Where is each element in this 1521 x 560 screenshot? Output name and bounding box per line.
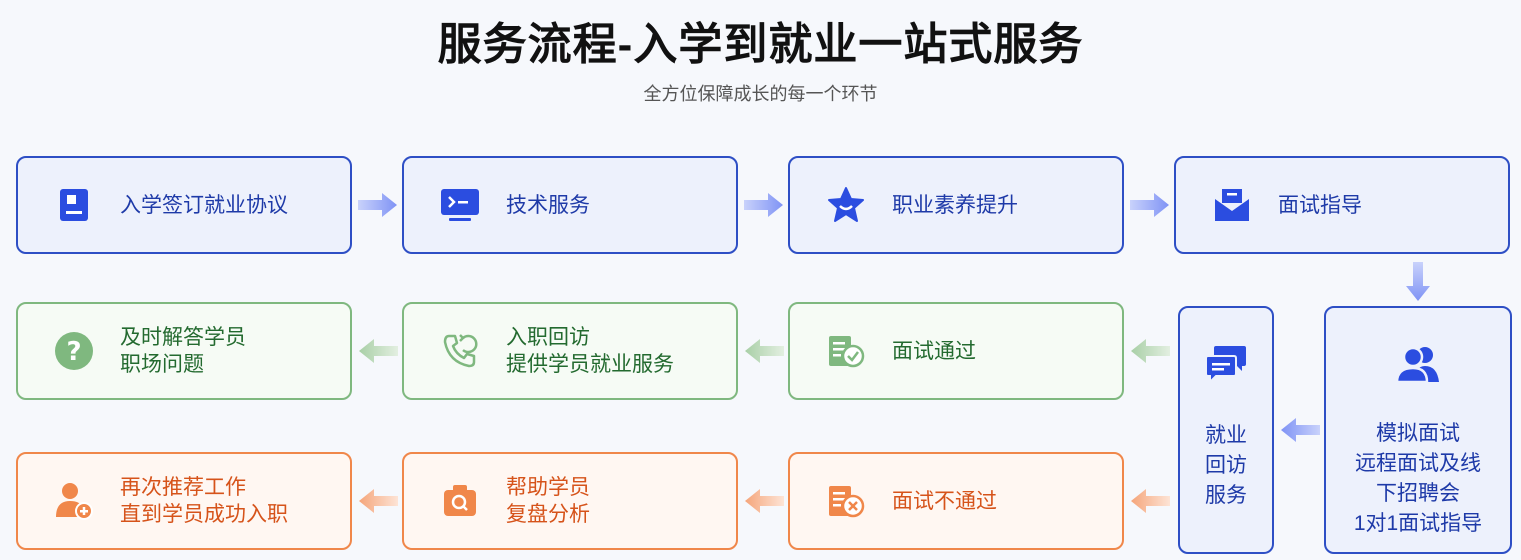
svg-text:?: ? (66, 337, 81, 367)
arrow-left-icon (1281, 418, 1320, 442)
document-icon (54, 185, 94, 225)
question-icon: ? (54, 331, 94, 371)
arrow-right-icon (744, 193, 783, 217)
terminal-icon (440, 185, 480, 225)
step-label: 及时解答学员职场问题 (120, 326, 246, 376)
step-enrollment-agreement: 入学签订就业协议 (16, 156, 352, 254)
step-onboarding-visit: 入职回访提供学员就业服务 (402, 302, 738, 400)
arrow-right-icon (358, 193, 397, 217)
step-label: 入学签订就业协议 (120, 193, 288, 217)
step-label: 职业素养提升 (892, 193, 1018, 217)
step-re-recommend: 再次推荐工作直到学员成功入职 (16, 452, 352, 550)
arrow-left-icon (1131, 489, 1170, 513)
mail-icon (1212, 185, 1252, 225)
step-label: 帮助学员复盘分析 (506, 476, 590, 526)
chat-icon (1204, 344, 1248, 389)
step-review-analysis: 帮助学员复盘分析 (402, 452, 738, 550)
step-label: 面试通过 (892, 339, 976, 363)
step-employment-visit: 就业回访服务 (1178, 306, 1274, 554)
arrow-left-icon (359, 489, 398, 513)
arrow-down-icon (1406, 262, 1430, 301)
step-professional-quality: 职业素养提升 (788, 156, 1124, 254)
step-answer-questions: ? 及时解答学员职场问题 (16, 302, 352, 400)
arrow-right-icon (1130, 193, 1169, 217)
camera-search-icon (440, 481, 480, 521)
page-title: 服务流程-入学到就业一站式服务 (437, 20, 1084, 69)
step-interview-guidance: 面试指导 (1174, 156, 1510, 254)
arrow-left-icon (1131, 339, 1170, 363)
users-icon (1395, 344, 1441, 389)
step-tech-service: 技术服务 (402, 156, 738, 254)
step-label: 技术服务 (506, 193, 590, 217)
step-interview-failed: 面试不通过 (788, 452, 1124, 550)
step-label: 面试不通过 (892, 489, 997, 513)
page-subtitle: 全方位保障成长的每一个环节 (643, 84, 878, 104)
user-add-icon (54, 481, 94, 521)
reject-document-icon (826, 481, 866, 521)
arrow-left-icon (745, 339, 784, 363)
step-label: 面试指导 (1278, 193, 1362, 217)
step-label: 再次推荐工作直到学员成功入职 (120, 476, 288, 526)
star-smile-icon (826, 185, 866, 225)
phone-callback-icon (440, 331, 480, 371)
step-interview-passed: 面试通过 (788, 302, 1124, 400)
arrow-left-icon (745, 489, 784, 513)
check-document-icon (826, 331, 866, 371)
step-label: 就业回访服务 (1205, 424, 1247, 507)
arrow-left-icon (359, 339, 398, 363)
step-label: 入职回访提供学员就业服务 (506, 326, 674, 376)
